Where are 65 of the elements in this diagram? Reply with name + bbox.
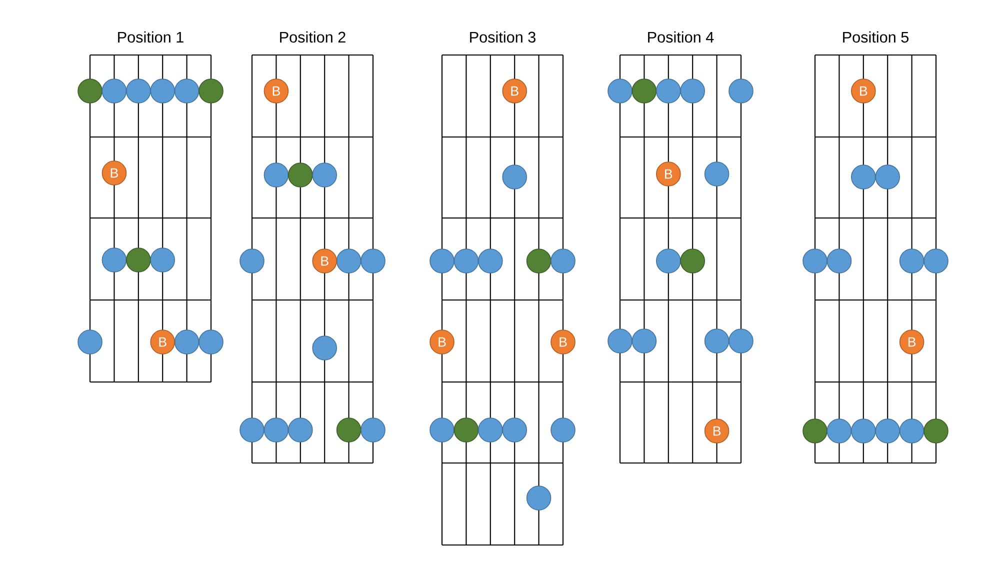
finger-dot	[78, 330, 102, 354]
finger-dot	[502, 418, 527, 442]
finger-dot	[656, 78, 681, 104]
finger-dot	[288, 418, 313, 442]
finger-dot	[826, 418, 852, 444]
finger-dot	[454, 248, 479, 274]
finger-dot	[454, 418, 479, 442]
finger-dot	[802, 248, 828, 274]
finger-dot	[728, 78, 754, 104]
finger-dot	[526, 248, 552, 274]
finger-dot	[264, 418, 289, 442]
finger-dot	[875, 164, 900, 190]
finger-dot	[360, 248, 386, 274]
finger-dot	[680, 248, 705, 274]
finger-dot	[312, 336, 337, 360]
finger-dot	[102, 78, 127, 104]
finger-dot	[851, 418, 876, 444]
finger-dot	[198, 330, 224, 354]
finger-dot	[550, 418, 576, 442]
finger-dot	[150, 78, 175, 104]
finger-dot	[851, 164, 876, 190]
finger-dot	[728, 328, 754, 354]
finger-dot	[478, 418, 503, 442]
finger-dot	[336, 248, 362, 274]
finger-dot	[288, 162, 313, 188]
finger-dot	[360, 418, 386, 442]
finger-dot	[826, 248, 852, 274]
finger-dot	[608, 78, 632, 104]
finger-dot	[924, 248, 948, 274]
finger-dot	[899, 418, 924, 444]
finger-dot	[240, 248, 264, 274]
finger-dot	[704, 328, 730, 354]
finger-dot	[150, 248, 175, 272]
finger-dot	[550, 248, 576, 274]
finger-dot	[632, 328, 657, 354]
finger-dot	[126, 78, 151, 104]
finger-dot	[174, 78, 200, 104]
finger-dot	[312, 162, 337, 188]
finger-dot	[608, 328, 632, 354]
position-title: Position 1	[118, 31, 184, 43]
finger-dot	[704, 162, 730, 186]
position-title: Position 4	[648, 31, 714, 43]
finger-dot	[802, 418, 828, 444]
position-title: Position 2	[280, 31, 346, 43]
finger-dot	[680, 78, 705, 104]
finger-dot	[430, 248, 454, 274]
finger-dot	[430, 418, 454, 442]
finger-dot	[102, 248, 127, 272]
finger-dot	[502, 164, 527, 190]
finger-dot	[478, 248, 503, 274]
finger-dot	[526, 486, 552, 510]
finger-dot	[240, 418, 264, 442]
finger-dot	[78, 78, 102, 104]
finger-dot	[656, 248, 681, 274]
finger-dot	[899, 248, 924, 274]
finger-dot	[924, 418, 948, 444]
finger-dot	[875, 418, 900, 444]
finger-dot	[126, 248, 151, 272]
finger-dot	[198, 78, 224, 104]
finger-dot	[336, 418, 362, 442]
finger-dot	[632, 78, 657, 104]
finger-dot	[264, 162, 289, 188]
position-title: Position 5	[843, 31, 908, 43]
finger-dot	[174, 330, 200, 354]
position-title: Position 3	[470, 31, 536, 43]
